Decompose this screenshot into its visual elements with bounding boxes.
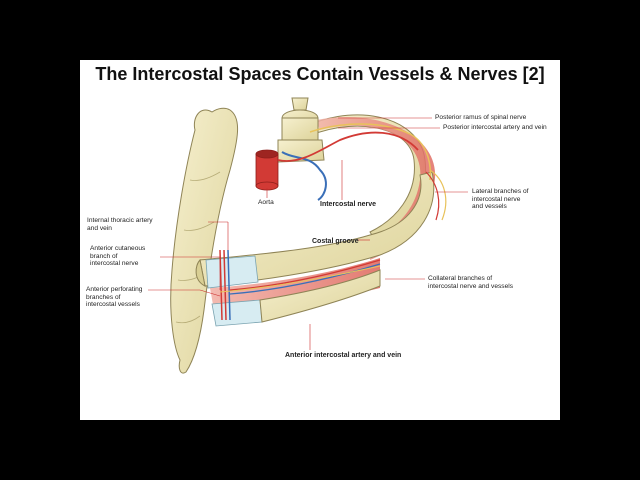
leader-lines [148, 117, 468, 350]
sternum [170, 107, 239, 374]
intercostal-anatomy-illustration [148, 97, 468, 374]
label-anterior-intercostal: Anterior intercostal artery and vein [285, 352, 402, 359]
aorta [255, 149, 279, 191]
anterior-intercostal-vessels [229, 259, 381, 291]
intercostal-nerve-posterior [309, 123, 432, 181]
lateral-branch-artery [425, 171, 440, 221]
label-internal-thoracic: Internal thoracic artery and vein [87, 217, 153, 232]
anterior-nerve [219, 265, 381, 293]
costal-cartilage [205, 255, 259, 289]
posterior-intercostal-vein [281, 151, 327, 201]
label-lateral-branches: Lateral branches of intercostal nerve an… [472, 188, 529, 211]
label-costal-groove: Costal groove [312, 238, 359, 245]
label-collateral-branches: Collateral branches of intercostal nerve… [428, 275, 514, 290]
label-intercostal-nerve: Intercostal nerve [320, 201, 377, 208]
internal-thoracic-vessels [219, 249, 227, 321]
posterior-intercostal-artery [277, 131, 419, 162]
slide: The Intercostal Spaces Contain Vessels &… [80, 60, 560, 420]
lower-rib-2 [259, 269, 381, 323]
internal-thoracic-vein [227, 249, 231, 321]
label-posterior-intercostal: Posterior intercostal artery and vein [443, 124, 547, 131]
label-aorta: Aorta [258, 199, 274, 206]
lateral-branch-nerve [429, 169, 447, 221]
label-anterior-cutaneous: Anterior cutaneous branch of intercostal… [90, 245, 146, 268]
costal-cartilage-lower [211, 299, 263, 327]
anterior-intercostal-vein [229, 263, 381, 295]
label-anterior-perforating: Anterior perforating branches of interco… [86, 286, 143, 309]
vertebra [277, 97, 325, 163]
slide-title: The Intercostal Spaces Contain Vessels &… [95, 64, 545, 84]
label-posterior-ramus: Posterior ramus of spinal nerve [435, 114, 527, 121]
